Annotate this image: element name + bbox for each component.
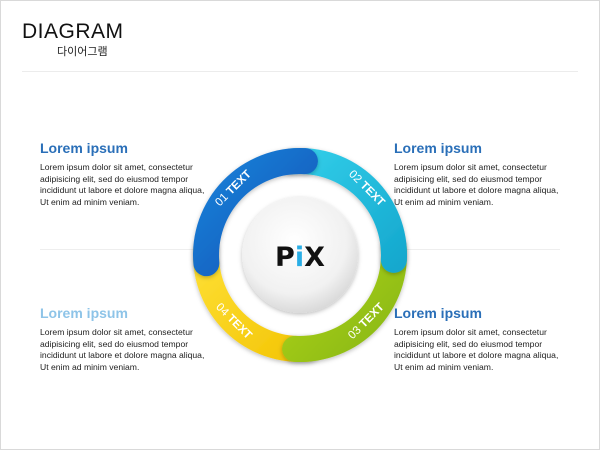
block-body: Lorem ipsum dolor sit amet, consectetur … [394, 327, 559, 372]
block-heading: Lorem ipsum [394, 140, 482, 156]
cycle-segment-01 [193, 147, 318, 277]
cycle-ring [192, 147, 407, 363]
page-title: DIAGRAM [22, 20, 124, 43]
cycle-segment-03 [282, 233, 407, 362]
logo-letter: P [275, 242, 295, 273]
block-body: Lorem ipsum dolor sit amet, consectetur … [394, 162, 559, 207]
block-heading: Lorem ipsum [394, 305, 482, 321]
header-divider [22, 71, 578, 72]
page-subtitle: 다이어그램 [57, 45, 108, 58]
text-block-bottom-left: Lorem ipsum Lorem ipsum dolor sit amet, … [40, 305, 215, 373]
block-body: Lorem ipsum dolor sit amet, consectetur … [40, 327, 205, 372]
cycle-segment-02 [278, 147, 407, 273]
block-heading: Lorem ipsum [40, 140, 128, 156]
text-block-top-left: Lorem ipsum Lorem ipsum dolor sit amet, … [40, 140, 215, 208]
center-disc [242, 197, 358, 313]
text-block-top-right: Lorem ipsum Lorem ipsum dolor sit amet, … [394, 140, 569, 208]
cycle-segment-04 [192, 237, 322, 363]
middle-divider-left [40, 249, 205, 250]
logo-letter: X [304, 242, 325, 273]
middle-divider-right [395, 249, 560, 250]
block-body: Lorem ipsum dolor sit amet, consectetur … [40, 162, 205, 207]
pix-logo: PiX [275, 242, 325, 273]
logo-letter: i [295, 242, 304, 273]
text-block-bottom-right: Lorem ipsum Lorem ipsum dolor sit amet, … [394, 305, 569, 373]
block-heading: Lorem ipsum [40, 305, 128, 321]
